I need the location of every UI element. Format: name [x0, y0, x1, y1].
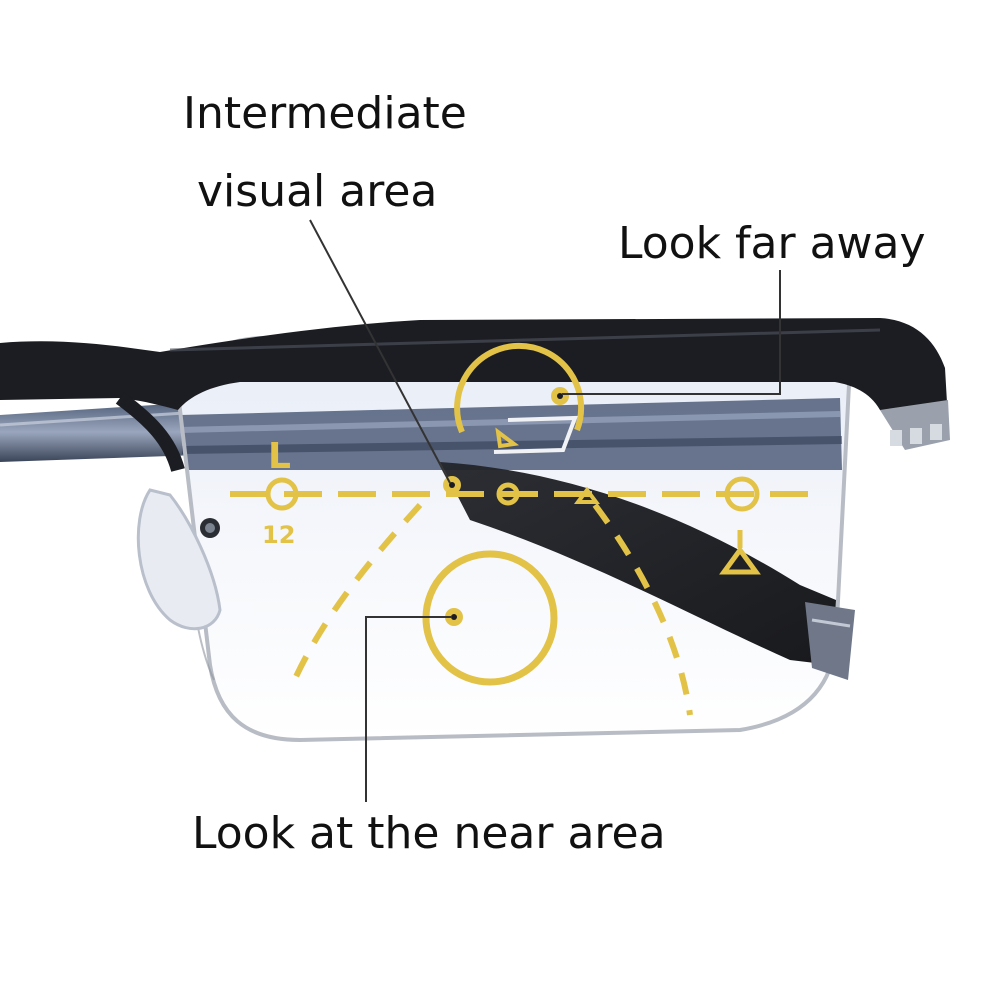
frame [0, 318, 950, 473]
nose-pad [136, 488, 222, 631]
leader-line-near [365, 616, 452, 802]
fitting-cross-icon [265, 477, 299, 511]
leader-line-far [562, 270, 781, 395]
center-point-icon [443, 387, 569, 626]
lens [175, 329, 853, 743]
lens-number-mark: 12 [262, 521, 295, 549]
inner-temple-arm [440, 462, 855, 680]
intermediate-label-line2: visual area [197, 166, 438, 217]
lens-letter-mark: L [268, 436, 291, 477]
intermediate-label-line1: Intermediate [183, 88, 467, 139]
leader-line-intermediate [309, 219, 451, 484]
eye-marker-icon [719, 545, 761, 575]
near-label: Look at the near area [192, 808, 666, 859]
far-label: Look far away [618, 218, 926, 269]
leader-lines [309, 219, 781, 802]
